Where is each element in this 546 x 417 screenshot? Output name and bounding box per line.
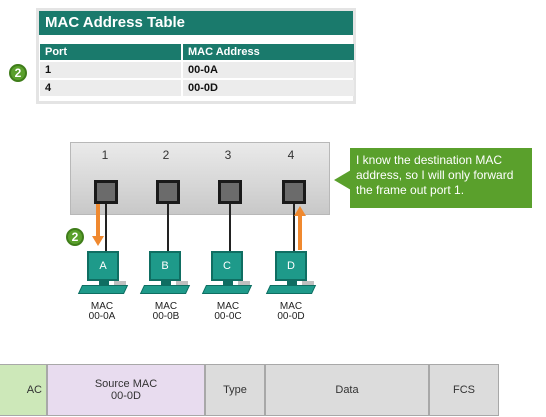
host-d: D xyxy=(265,251,317,301)
table-cell-port: 1 xyxy=(40,62,181,78)
switch-port-2 xyxy=(156,180,180,204)
frame-data: Data xyxy=(265,364,429,416)
mac-column-header: MAC Address xyxy=(183,44,354,60)
step-badge: 2 xyxy=(9,64,27,82)
table-cell-mac: 00-0D xyxy=(183,80,354,96)
host-a: A xyxy=(77,251,129,301)
table-cell-mac: 00-0A xyxy=(183,62,354,78)
frame-destination-mac: AC xyxy=(0,364,47,416)
mac-table-title: MAC Address Table xyxy=(39,11,353,35)
frame-type: Type xyxy=(205,364,265,416)
mac-address-table: MAC Address Table Port MAC Address 1 00-… xyxy=(36,8,356,104)
port-number-label: 4 xyxy=(287,148,295,162)
host-d-monitor: D xyxy=(275,251,307,281)
table-cell-port: 4 xyxy=(40,80,181,96)
host-a-monitor: A xyxy=(87,251,119,281)
port-number-label: 3 xyxy=(224,148,232,162)
frame-fcs: FCS xyxy=(429,364,499,416)
arrow-down-port-1 xyxy=(92,204,104,246)
switch-port-3 xyxy=(218,180,242,204)
host-b-monitor: B xyxy=(149,251,181,281)
switch-port-4 xyxy=(282,180,306,204)
cable-a xyxy=(105,204,107,256)
switch-callout: I know the destination MAC address, so I… xyxy=(350,148,532,208)
host-c-monitor: C xyxy=(211,251,243,281)
frame-source-mac: Source MAC 00-0D xyxy=(47,364,205,416)
port-number-label: 1 xyxy=(101,148,109,162)
cable-b xyxy=(167,204,169,256)
callout-pointer xyxy=(334,170,351,190)
arrow-up-port-4 xyxy=(294,206,306,250)
cable-d xyxy=(293,204,295,256)
port-number-label: 2 xyxy=(162,148,170,162)
port-column-header: Port xyxy=(40,44,181,60)
host-c: C xyxy=(201,251,253,301)
switch-port-1 xyxy=(94,180,118,204)
step-badge: 2 xyxy=(66,228,84,246)
cable-c xyxy=(229,204,231,256)
host-b: B xyxy=(139,251,191,301)
